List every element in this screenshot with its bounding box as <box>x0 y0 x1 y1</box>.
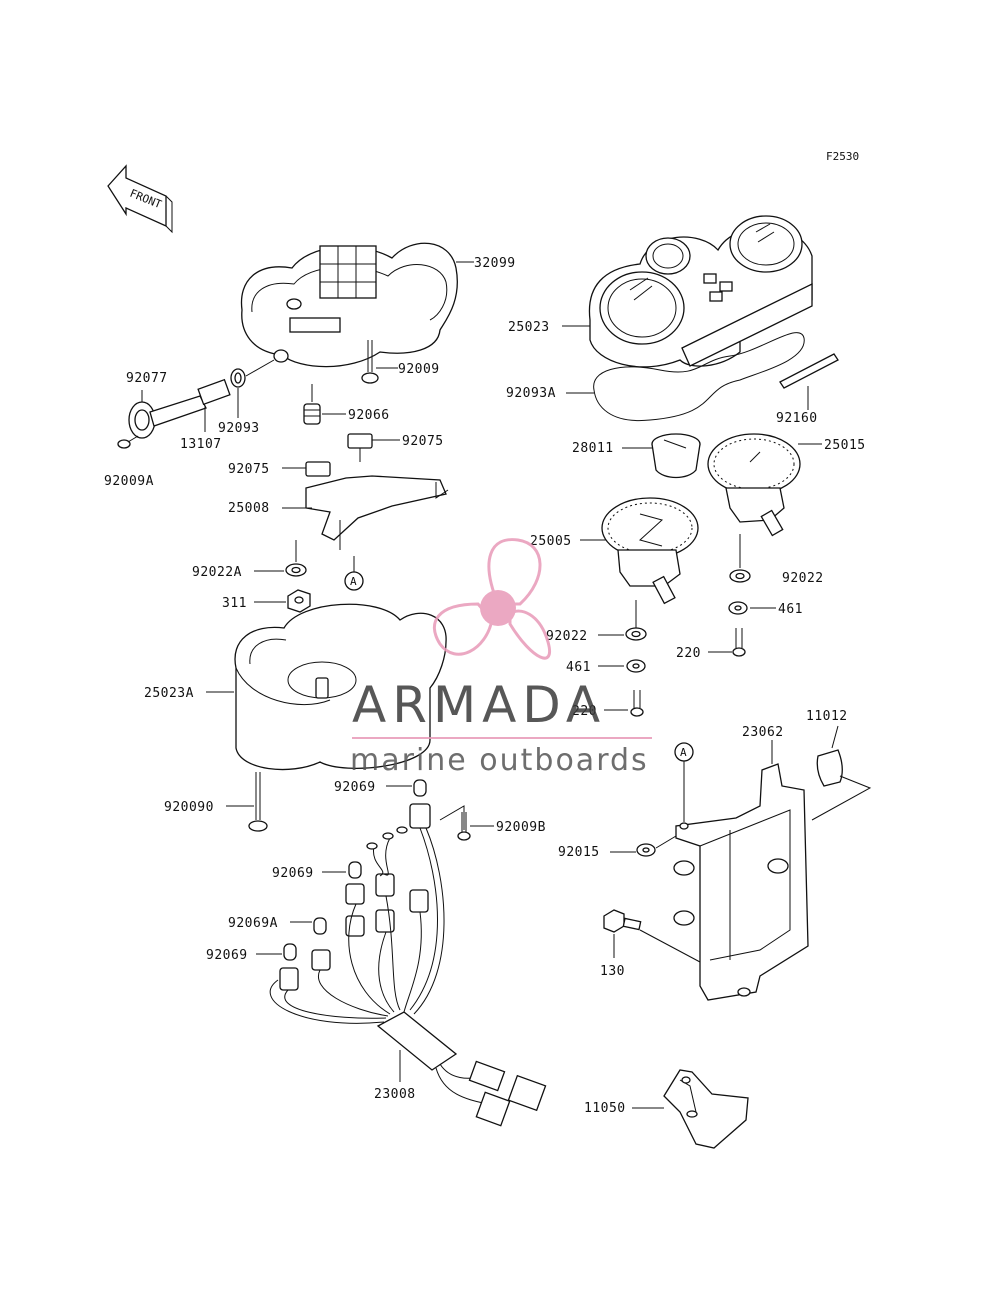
screw-92009B <box>439 805 471 841</box>
label-25015: 25015 <box>824 438 866 453</box>
label-311: 311 <box>222 596 247 611</box>
label-92022A: 92022A <box>192 565 242 580</box>
propeller-logo-icon <box>432 538 551 660</box>
label-32099: 32099 <box>474 256 516 271</box>
svg-text:A: A <box>680 746 687 759</box>
callout-a-right: A <box>674 742 694 822</box>
label-25023A: 25023A <box>144 686 194 701</box>
gasket-92093A <box>593 332 805 422</box>
label-92009A: 92009A <box>104 474 154 489</box>
label-92015: 92015 <box>558 845 600 860</box>
bulb-92069-mid <box>345 861 365 905</box>
unit-28011 <box>651 433 701 479</box>
grommet-92066 <box>303 384 321 425</box>
label-92075-right: 92075 <box>402 434 444 449</box>
mount-92075-right <box>347 433 373 462</box>
washer-92022-center <box>625 600 647 641</box>
bulb-92069-low <box>279 943 299 991</box>
label-92093A: 92093A <box>506 386 556 401</box>
gauge-25005 <box>601 497 699 605</box>
label-92009B: 92009B <box>496 820 546 835</box>
nut-461-right <box>728 601 748 615</box>
lower-meter-case <box>234 603 447 771</box>
screw-220-right <box>732 628 746 657</box>
label-92069-top: 92069 <box>334 780 376 795</box>
label-13107: 13107 <box>180 437 222 452</box>
grommet-92015 <box>636 826 677 857</box>
seal-92093 <box>230 368 246 388</box>
cap-11012 <box>816 749 843 787</box>
label-28011: 28011 <box>572 441 614 456</box>
strip-92160 <box>779 353 839 410</box>
svg-text:A: A <box>350 575 357 588</box>
bushing-13107 <box>197 378 231 406</box>
label-92075-left: 92075 <box>228 462 270 477</box>
label-23062: 23062 <box>742 725 784 740</box>
upper-meter-case <box>240 242 458 368</box>
label-92077: 92077 <box>126 371 168 386</box>
bracket-25008 <box>305 475 449 550</box>
label-92069A: 92069A <box>228 916 278 931</box>
bracket-11050 <box>663 1069 749 1149</box>
screw-220-center <box>630 690 644 717</box>
label-92069-mid: 92069 <box>272 866 314 881</box>
callout-a-left: A <box>344 556 364 591</box>
nut-461-center <box>626 659 646 673</box>
label-92093: 92093 <box>218 421 260 436</box>
label-92022-center: 92022 <box>546 629 588 644</box>
label-461-right: 461 <box>778 602 803 617</box>
bulb-92069A <box>311 917 331 971</box>
label-92022-right: 92022 <box>782 571 824 586</box>
bolt-130 <box>603 909 701 963</box>
label-92066: 92066 <box>348 408 390 423</box>
label-920090: 920090 <box>164 800 214 815</box>
screw-92009A <box>117 435 139 449</box>
bulb-92069-top <box>409 779 431 829</box>
label-220-right: 220 <box>676 646 701 661</box>
screw-92009 <box>361 340 379 384</box>
label-92069-low: 92069 <box>206 948 248 963</box>
label-220-center: 220 <box>572 704 597 719</box>
washer-92022A <box>285 540 307 577</box>
label-11012: 11012 <box>806 709 848 724</box>
mount-92075-left <box>305 461 331 477</box>
wiring-harness-23008 <box>269 826 547 1127</box>
meter-assembly-25023 <box>588 215 813 368</box>
label-11050: 11050 <box>584 1101 626 1116</box>
gauge-25015 <box>707 433 801 537</box>
watermark-tagline: marine outboards <box>350 743 649 778</box>
nut-311 <box>287 589 311 613</box>
label-130: 130 <box>600 964 625 979</box>
armada-watermark: ARMADA marine outboards <box>350 538 652 778</box>
screw-920090 <box>248 772 268 832</box>
front-arrow-icon: FRONT <box>107 164 173 234</box>
watermark-brand: ARMADA <box>352 676 606 734</box>
label-92160: 92160 <box>776 411 818 426</box>
label-25008: 25008 <box>228 501 270 516</box>
label-25005: 25005 <box>530 534 572 549</box>
label-25023: 25023 <box>508 320 550 335</box>
bracket-23062 <box>673 763 809 1001</box>
drive-gear <box>128 395 207 439</box>
label-23008: 23008 <box>374 1087 416 1102</box>
figure-code: F2530 <box>826 150 859 163</box>
label-92009: 92009 <box>398 362 440 377</box>
label-461-center: 461 <box>566 660 591 675</box>
washer-92022-right <box>729 534 751 583</box>
